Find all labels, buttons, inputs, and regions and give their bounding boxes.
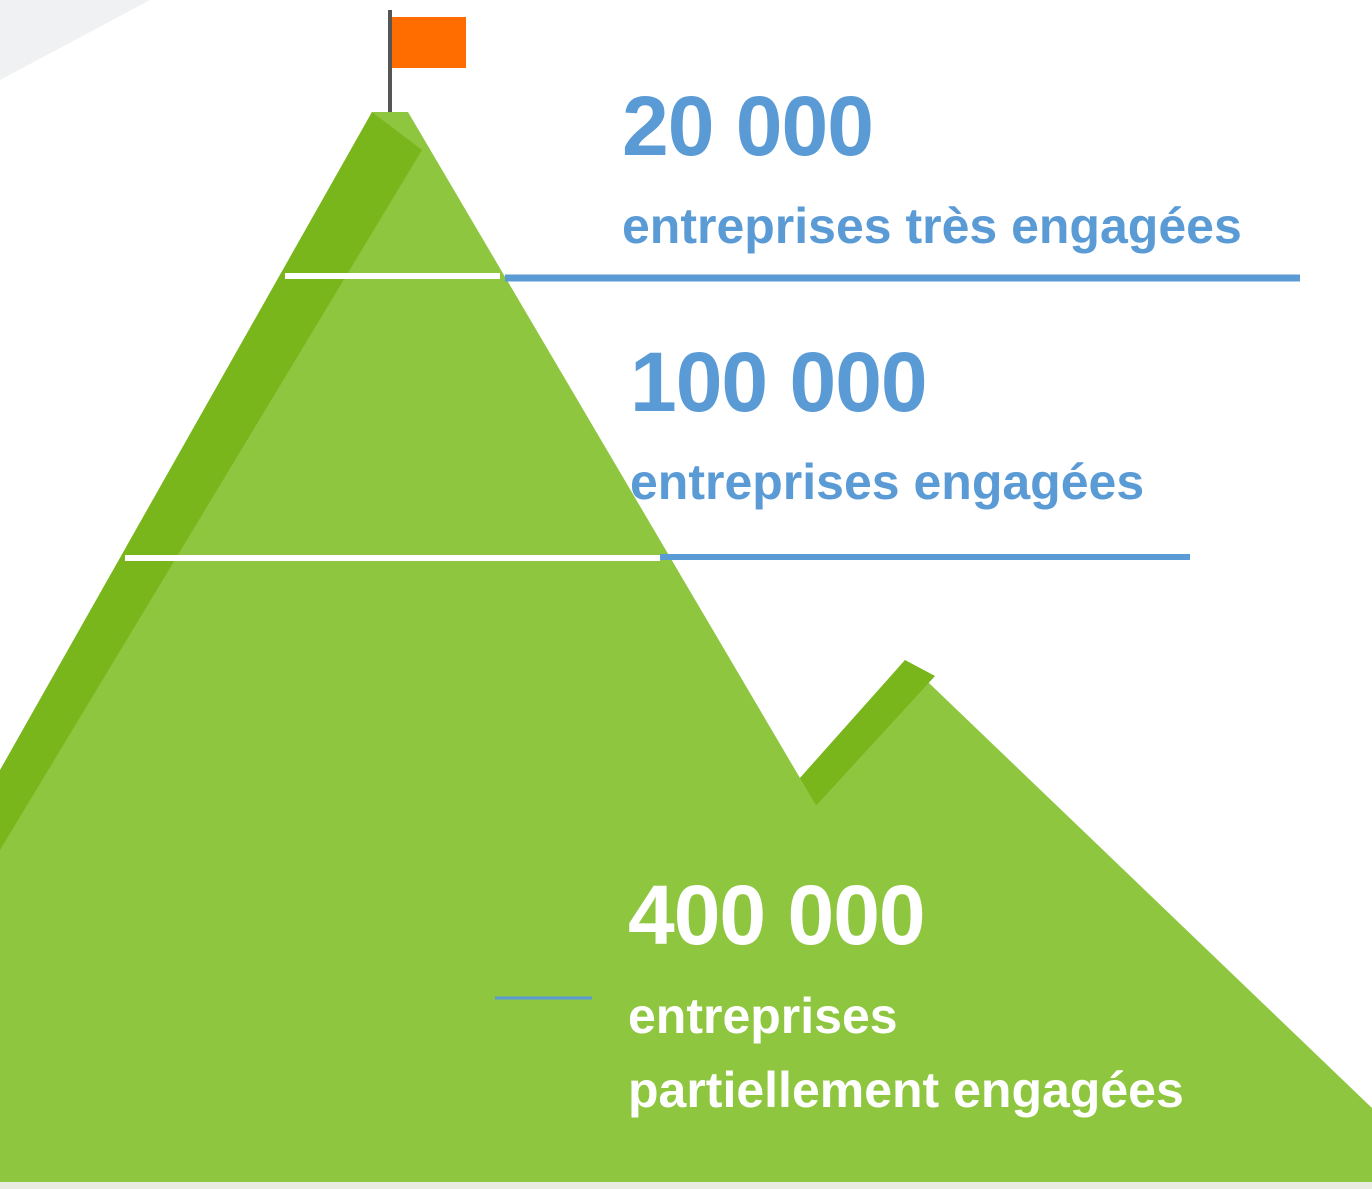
- tier-middle-value: 100 000: [630, 335, 928, 429]
- tier-bottom-description-line2: partiellement engagées: [628, 1062, 1184, 1118]
- main-mountain: [0, 112, 860, 1189]
- flag-icon: [388, 10, 466, 112]
- tier-middle-description: entreprises engagées: [630, 454, 1145, 510]
- main-mountain-body: [0, 112, 860, 1189]
- flag-banner: [392, 17, 466, 68]
- background-shade: [0, 0, 150, 80]
- tier-bottom-value: 400 000: [628, 868, 926, 962]
- tier-top-description: entreprises très engagées: [622, 198, 1242, 254]
- tier-bottom-description-line1: entreprises: [628, 988, 898, 1044]
- tier-top-value: 20 000: [622, 79, 874, 173]
- ground-strip: [0, 1182, 1372, 1189]
- main-mountain-shadow: [0, 112, 422, 850]
